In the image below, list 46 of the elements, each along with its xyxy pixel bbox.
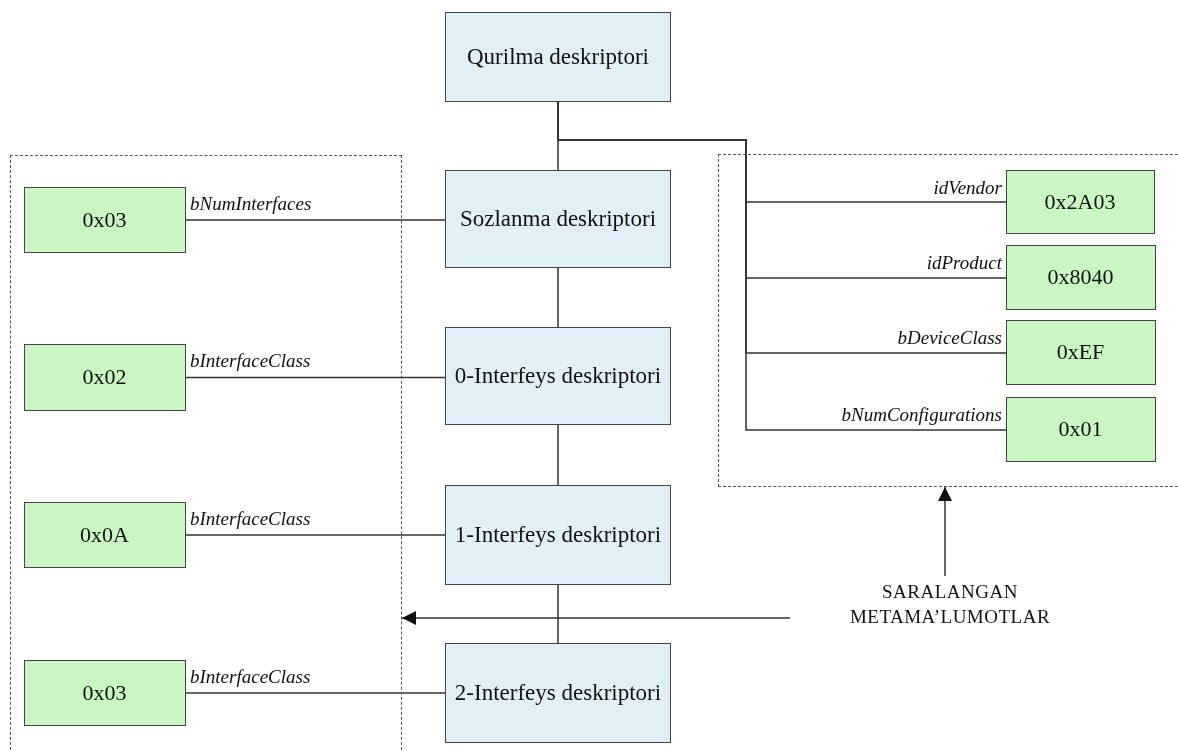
descriptor-box — [445, 170, 671, 268]
box-label: 0xEF — [1056, 339, 1105, 365]
value-box — [23, 186, 186, 253]
edge-label: bInterfaceClass — [190, 667, 311, 686]
box-label: 2-Interfeys deskriptori — [454, 678, 662, 707]
box-label: 0x2A03 — [1044, 188, 1116, 215]
descriptor-box — [445, 12, 671, 102]
descriptor-box — [445, 327, 671, 425]
box-label: 0x02 — [82, 364, 127, 390]
arrow — [401, 611, 791, 625]
box-label: 0x03 — [82, 679, 127, 706]
value-box — [1005, 169, 1155, 234]
box-label: 0x8040 — [1047, 264, 1114, 290]
value-box — [1005, 319, 1156, 385]
box-label: 1-Interfeys deskriptori — [454, 520, 662, 549]
connector-line — [557, 584, 559, 644]
connector-line — [557, 267, 559, 328]
box-label: Qurilma deskriptori — [466, 42, 649, 71]
annotation-text: SARALANGAN METAMA’LUMOTLAR — [848, 580, 1052, 629]
box-label: 0x03 — [82, 206, 127, 233]
value-box — [1005, 396, 1156, 462]
edge-label: bDeviceClass — [897, 328, 1002, 347]
dashed-frame — [718, 154, 1178, 487]
value-box — [23, 659, 186, 726]
edge-label: bNumConfigurations — [841, 405, 1002, 424]
value-box — [1005, 244, 1156, 310]
connector-line — [185, 219, 446, 221]
arrow — [938, 486, 952, 577]
connector-line — [185, 534, 446, 536]
box-label: 0-Interfeys deskriptori — [454, 361, 662, 390]
value-box — [23, 343, 186, 411]
edge-label: bInterfaceClass — [190, 509, 311, 528]
descriptor-box — [445, 643, 671, 743]
descriptor-box — [445, 485, 671, 585]
connector-line — [185, 376, 446, 379]
box-label: Sozlanma deskriptori — [459, 204, 657, 233]
value-box — [23, 501, 186, 568]
edge-label: idVendor — [933, 178, 1002, 197]
connector-line — [557, 424, 559, 486]
connector-line — [185, 692, 446, 694]
edge-label: bNumInterfaces — [190, 194, 312, 213]
edge-label: idProduct — [926, 253, 1002, 272]
dashed-frame — [10, 155, 402, 751]
box-label: 0x01 — [1058, 416, 1103, 442]
edge-label: bInterfaceClass — [190, 351, 311, 370]
box-label: 0x0A — [80, 521, 129, 548]
